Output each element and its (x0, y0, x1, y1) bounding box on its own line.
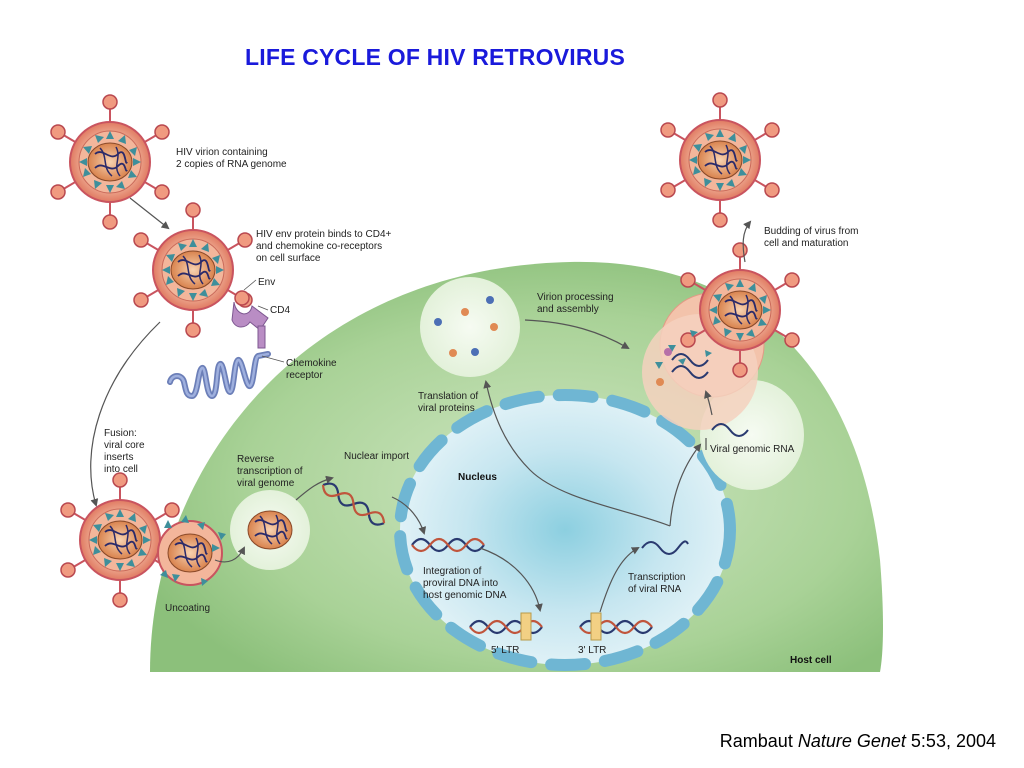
arrow-uncoating-to-rt (214, 546, 245, 563)
svg-text:Reverse: Reverse (237, 454, 275, 465)
arrow-import-to-nucleus (391, 496, 427, 535)
ltr-3-box (590, 612, 602, 641)
svg-text:viral core: viral core (104, 440, 145, 451)
svg-text:2 copies of RNA genome: 2 copies of RNA genome (176, 159, 287, 170)
label-nucleus: Nucleus (458, 472, 497, 483)
svg-text:and chemokine co-receptors: and chemokine co-receptors (256, 241, 382, 252)
label-translation: Translation of viral proteins (418, 391, 478, 414)
label-virion: HIV virion containing 2 copies of RNA ge… (176, 147, 287, 170)
label-fusion: Fusion: viral core inserts into cell (104, 428, 145, 475)
svg-text:Transcription: Transcription (628, 572, 685, 583)
arrow-budding-to-release (742, 220, 752, 263)
label-transcription: Transcription of viral RNA (628, 572, 685, 595)
svg-text:HIV virion containing: HIV virion containing (176, 147, 268, 158)
viral-rna-transcript (641, 540, 689, 555)
citation: Rambaut Nature Genet 5:53, 2004 (720, 731, 996, 752)
svg-text:HIV env protein binds to CD4+: HIV env protein binds to CD4+ (256, 229, 392, 240)
svg-text:Chemokine: Chemokine (286, 358, 337, 369)
arrow-genome-to-budding (704, 390, 713, 416)
arrow-transcription (599, 547, 640, 613)
label-chemokine: Chemokine receptor (286, 358, 337, 381)
svg-text:into cell: into cell (104, 464, 138, 475)
svg-text:Translation of: Translation of (418, 391, 478, 402)
label-viral-genomic-rna: Viral genomic RNA (710, 444, 795, 455)
svg-text:Virion processing: Virion processing (537, 292, 614, 303)
slide-title: LIFE CYCLE OF HIV RETROVIRUS (244, 44, 625, 70)
arrow-assembly-to-budding (524, 319, 630, 349)
arrow-rna-to-translation (483, 380, 671, 527)
label-uncoating: Uncoating (165, 603, 210, 614)
fusing-virion (60, 472, 226, 608)
citation-ref: 5:53, 2004 (910, 731, 996, 751)
virion-assembly-bubble (420, 277, 520, 377)
label-cd4: CD4 (270, 305, 290, 316)
label-budding: Budding of virus from cell and maturatio… (764, 226, 859, 249)
svg-text:and assembly: and assembly (537, 304, 599, 315)
svg-text:host genomic DNA: host genomic DNA (423, 590, 507, 601)
label-5-ltr: 5' LTR (491, 645, 519, 656)
svg-text:Integration of: Integration of (423, 566, 482, 577)
label-host-cell: Host cell (790, 655, 832, 666)
citation-author: Rambaut (719, 731, 793, 751)
svg-text:proviral DNA into: proviral DNA into (423, 578, 498, 589)
ltr-5-box (520, 612, 532, 641)
label-integration: Integration of proviral DNA into host ge… (423, 566, 507, 601)
svg-text:receptor: receptor (286, 370, 323, 381)
svg-text:transcription of: transcription of (237, 466, 303, 477)
label-env: Env (258, 277, 275, 288)
reverse-transcribing-core (247, 510, 293, 550)
svg-text:cell and maturation: cell and maturation (764, 238, 849, 249)
arrow-rna-to-genome (669, 443, 702, 527)
arrow-virion-to-binding (129, 197, 170, 230)
svg-text:Fusion:: Fusion: (104, 428, 137, 439)
label-binding: HIV env protein binds to CD4+ and chemok… (256, 229, 392, 264)
label-virion-processing: Virion processing and assembly (537, 292, 614, 315)
nucleus (400, 395, 730, 665)
viral-genomic-rna-strand (711, 423, 749, 437)
env-cd4-complex (231, 279, 269, 349)
arrow-rt-to-import (295, 475, 334, 501)
svg-text:viral proteins: viral proteins (418, 403, 475, 414)
arrow-integration (479, 547, 543, 612)
svg-text:inserts: inserts (104, 452, 133, 463)
free-virion (50, 94, 170, 230)
svg-text:on cell surface: on cell surface (256, 253, 321, 264)
svg-text:Budding of virus from: Budding of virus from (764, 226, 859, 237)
svg-text:viral genome: viral genome (237, 478, 295, 489)
label-3-ltr: 3' LTR (578, 645, 606, 656)
arrow-binding-to-fusion (90, 321, 161, 507)
budding-virion (642, 242, 800, 430)
viral-proteins (434, 296, 498, 357)
label-nuclear-import: Nuclear import (344, 451, 409, 462)
svg-text:of viral RNA: of viral RNA (628, 584, 682, 595)
budded-virion (660, 92, 780, 228)
nuclear-envelope (394, 389, 736, 671)
label-reverse-transcription: Reverse transcription of viral genome (237, 454, 303, 489)
citation-journal: Nature Genet (797, 731, 906, 751)
